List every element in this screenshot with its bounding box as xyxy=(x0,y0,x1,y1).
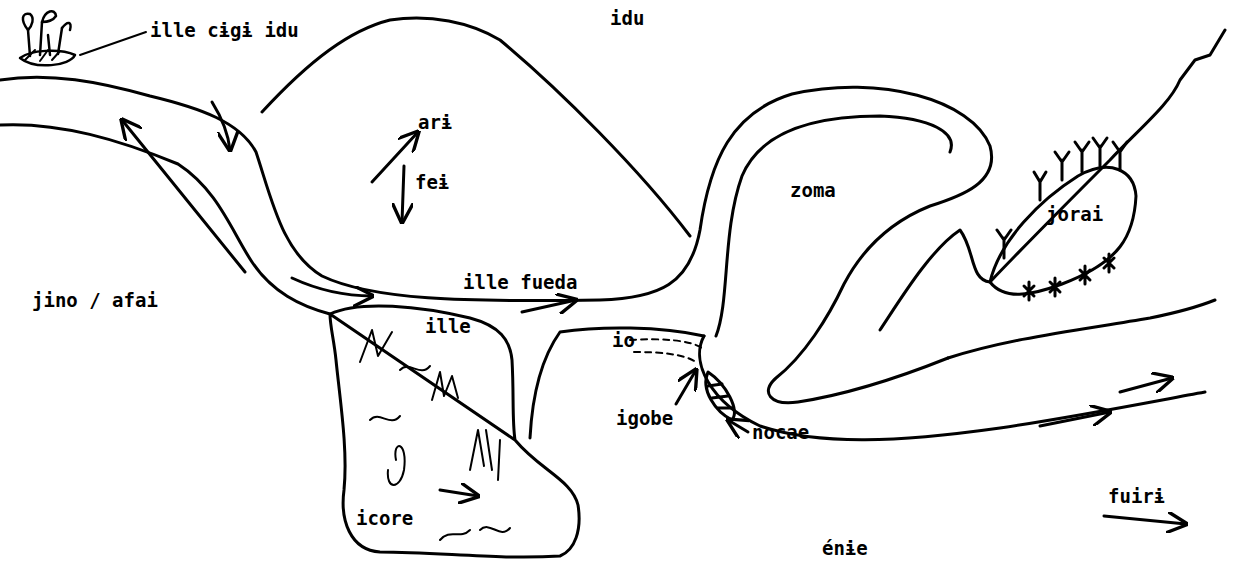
map-label: zoma xyxy=(790,180,836,201)
river-bank xyxy=(0,125,330,314)
river-bank xyxy=(948,300,1215,358)
canoe xyxy=(706,372,734,420)
map-label: énɨe xyxy=(822,538,868,559)
map-label: jino / afai xyxy=(32,290,158,311)
path-dashed xyxy=(630,339,702,362)
map-label: ille cɨgɨ idu xyxy=(150,20,299,41)
map-label: igobe xyxy=(616,408,673,429)
map-label: fuirɨ xyxy=(1108,486,1165,507)
map-label: jorai xyxy=(1046,204,1103,225)
map-label: feɨ xyxy=(415,172,449,193)
tree-symbols xyxy=(997,138,1127,300)
map-label: io xyxy=(612,330,635,351)
map-label: idu xyxy=(610,8,644,29)
river-bank xyxy=(0,77,992,403)
island-outline xyxy=(990,167,1136,294)
map-label: ille xyxy=(425,316,471,337)
river-bank xyxy=(716,116,951,336)
map-label: arɨ xyxy=(418,112,452,133)
leader-line xyxy=(80,32,146,55)
map-label: nocae xyxy=(752,422,809,443)
map-label: icore xyxy=(356,508,413,529)
swamp-outline xyxy=(330,306,704,557)
flow-arrows xyxy=(122,102,1186,524)
plant-boat xyxy=(20,11,75,65)
mountain-outline xyxy=(262,18,690,236)
map-label: ille fueda xyxy=(463,272,577,293)
river-bank xyxy=(880,30,1225,330)
